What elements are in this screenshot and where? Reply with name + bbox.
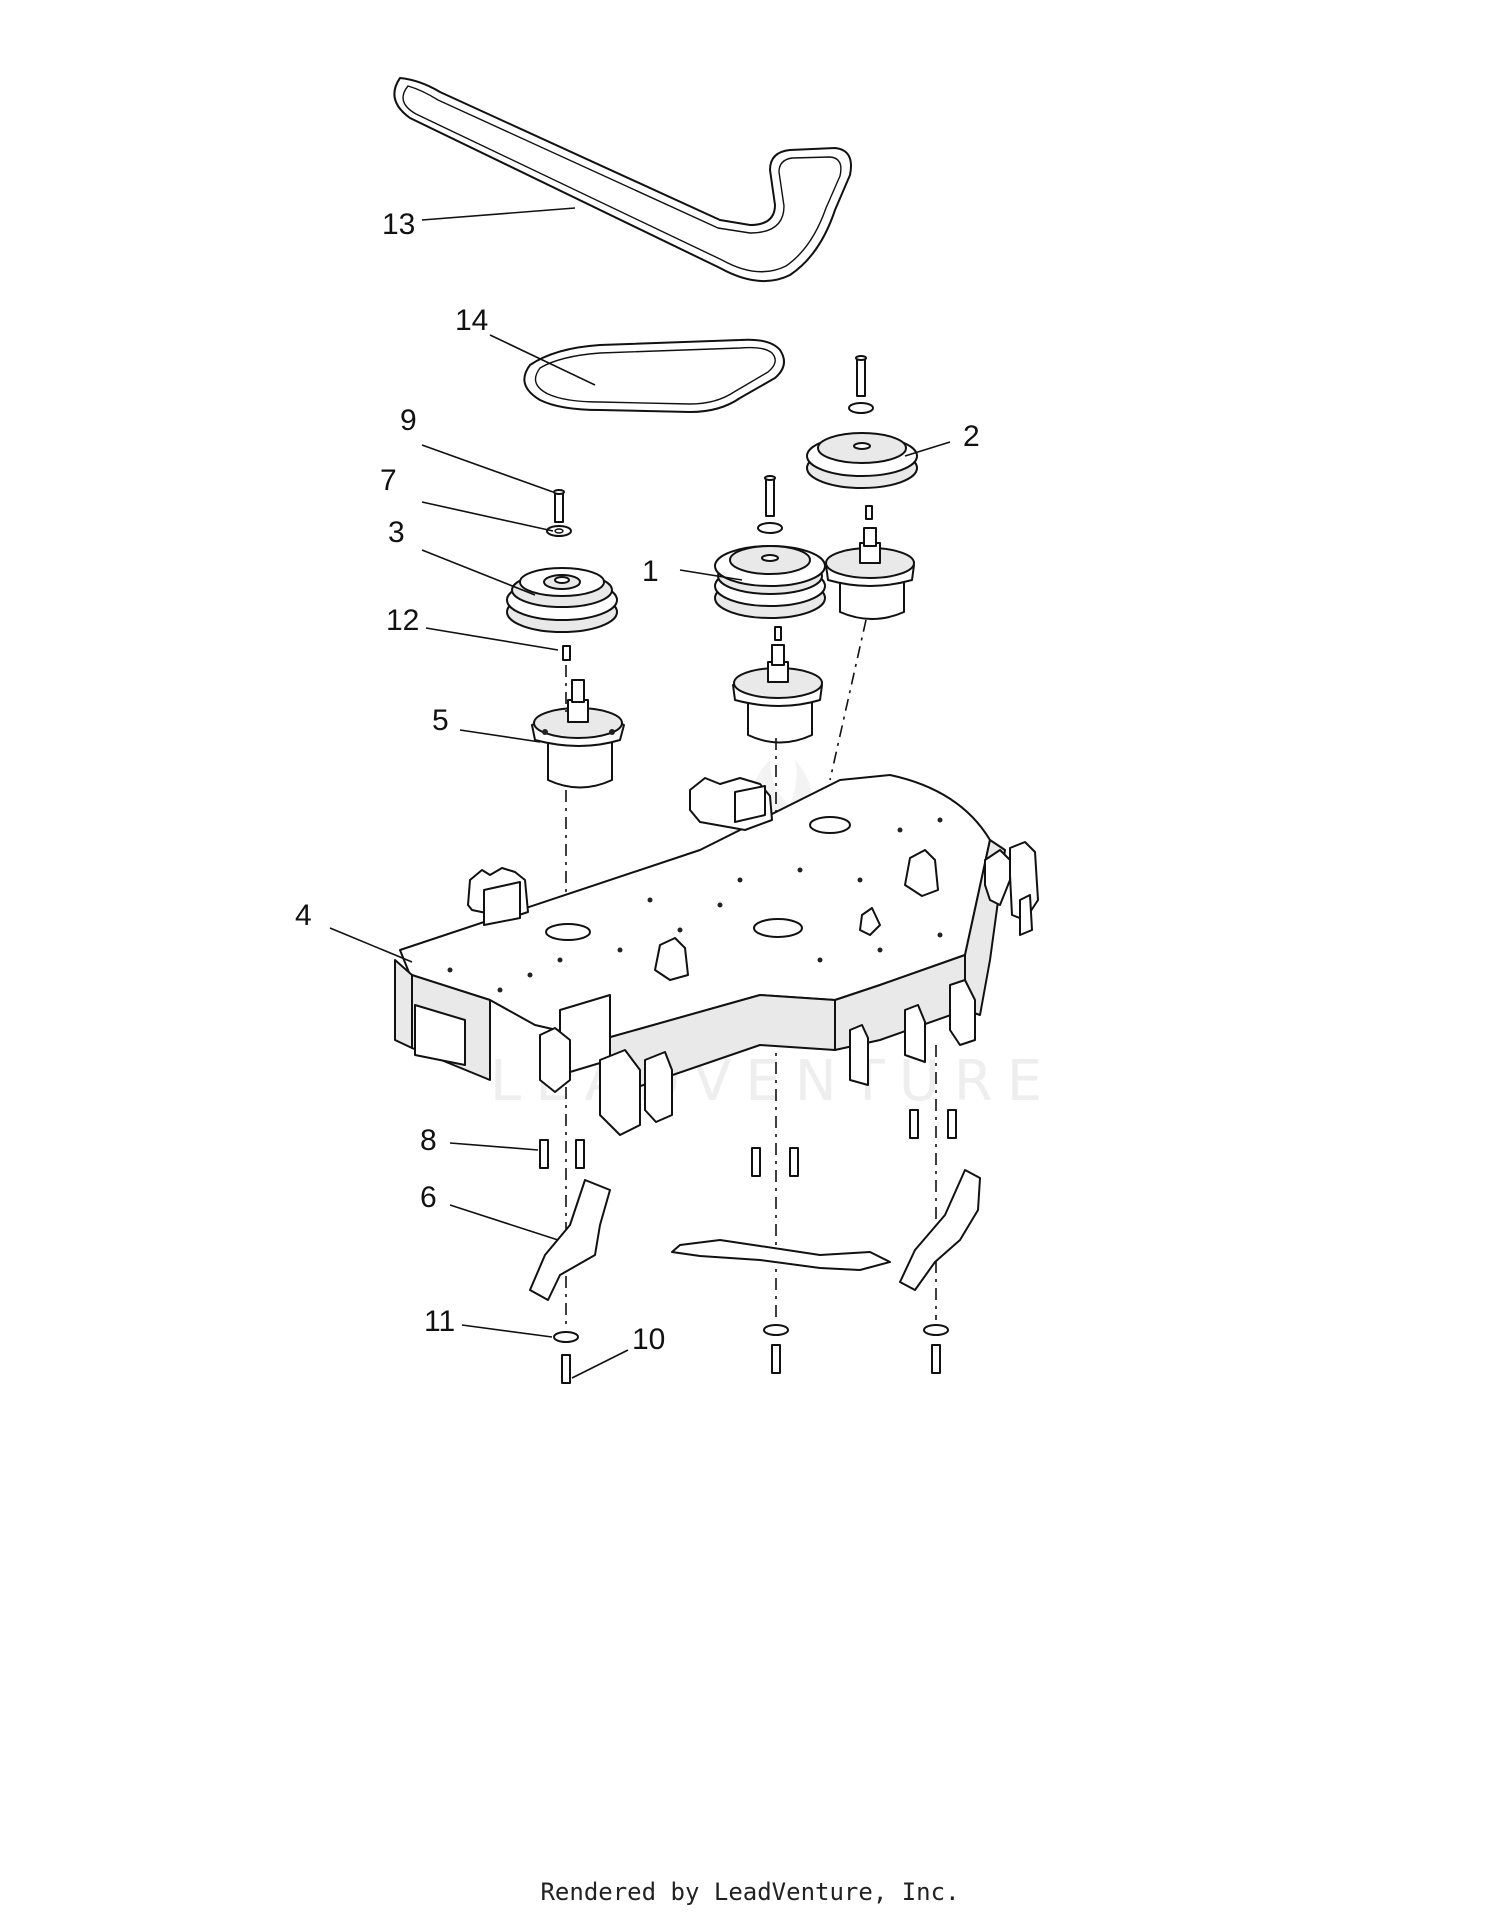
spindle-assembly-right[interactable] <box>825 527 915 620</box>
callout-9: 9 <box>400 404 417 437</box>
spindle-pulley-double[interactable] <box>714 545 826 619</box>
spindle-bolt-right[interactable] <box>855 355 867 397</box>
mower-blade-center[interactable] <box>671 1239 891 1271</box>
spindle-assembly-left[interactable] <box>531 679 625 789</box>
callout-10: 10 <box>632 1323 665 1356</box>
spindle-assembly-center[interactable] <box>732 644 823 744</box>
washer-right[interactable] <box>848 402 874 414</box>
callout-4: 4 <box>295 899 312 932</box>
spindle-bolt-center[interactable] <box>764 475 776 517</box>
drive-belt-large[interactable] <box>393 77 852 283</box>
washer-center[interactable] <box>757 522 783 534</box>
callout-12: 12 <box>386 604 419 637</box>
mower-blade-right[interactable] <box>899 1169 981 1291</box>
blade-bolts-lower[interactable] <box>561 1344 941 1384</box>
flat-washer[interactable] <box>546 525 572 537</box>
callout-5: 5 <box>432 704 449 737</box>
key-center[interactable] <box>774 626 782 641</box>
drive-belt-small[interactable] <box>523 338 785 413</box>
callout-13: 13 <box>382 208 415 241</box>
callout-8: 8 <box>420 1124 437 1157</box>
key-right[interactable] <box>865 505 873 520</box>
square-key[interactable] <box>562 645 571 661</box>
leader-lines <box>329 207 951 1379</box>
blade-bolts[interactable] <box>539 1109 957 1177</box>
spindle-pulley-single[interactable] <box>806 432 918 489</box>
callout-2: 2 <box>963 420 980 453</box>
mower-blade-left[interactable] <box>529 1179 611 1301</box>
blade-washers[interactable] <box>553 1324 949 1343</box>
callout-1: 1 <box>642 555 659 588</box>
idler-bolt[interactable] <box>553 489 565 523</box>
callout-7: 7 <box>380 464 397 497</box>
callout-6: 6 <box>420 1181 437 1214</box>
mower-deck[interactable] <box>394 774 1039 1136</box>
idler-pulley[interactable] <box>506 567 618 633</box>
callout-labels: 1 2 3 4 5 6 7 8 9 10 11 12 13 14 <box>295 208 980 1356</box>
footer-credit: Rendered by LeadVenture, Inc. <box>540 1878 960 1906</box>
callout-3: 3 <box>388 516 405 549</box>
callout-11: 11 <box>424 1305 455 1338</box>
callout-14: 14 <box>455 304 488 337</box>
